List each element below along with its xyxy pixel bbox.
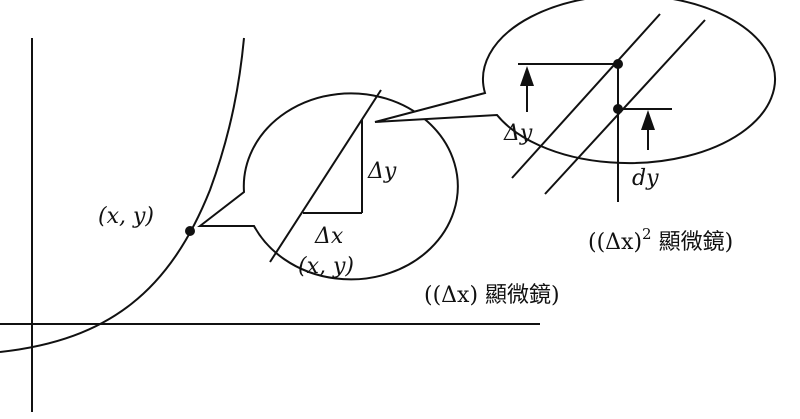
caption-2-superscript: 2 — [642, 225, 652, 243]
tangent-line-1 — [511, 13, 661, 179]
tangent-line-2 — [544, 19, 706, 195]
dy-label: dy — [632, 166, 659, 191]
point-xy — [185, 226, 195, 236]
point-tangent — [613, 104, 623, 114]
magnifier-1 — [197, 92, 459, 281]
point-xy-zoom-label: (x, y) — [298, 254, 354, 279]
caption-2-suffix: 顯微鏡) — [652, 230, 734, 255]
point-secant — [613, 59, 623, 69]
delta-y-label-big: Δy — [503, 121, 533, 146]
caption-microscope-1: ((Δx) 顯微鏡) — [424, 283, 560, 308]
magnifier-2 — [374, 0, 776, 165]
dy-arrowhead — [641, 110, 655, 130]
curve — [0, 37, 245, 353]
caption-microscope-2: ((Δx)2 顯微鏡) — [588, 225, 733, 255]
secant-line — [269, 89, 382, 263]
point-xy-label: (x, y) — [98, 204, 154, 229]
caption-2-prefix: ((Δx) — [588, 230, 642, 255]
delta-y-label-mid: Δy — [367, 159, 397, 184]
delta-y-arrowhead — [520, 66, 534, 86]
delta-x-label: Δx — [314, 224, 344, 249]
